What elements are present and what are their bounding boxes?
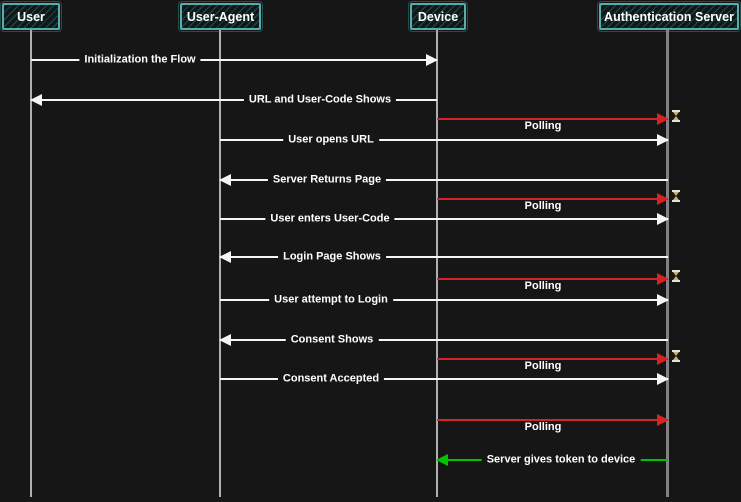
arrowhead bbox=[436, 454, 448, 466]
message-label: Polling bbox=[524, 421, 562, 433]
message-label: Login Page Shows bbox=[278, 250, 386, 264]
message-line bbox=[220, 299, 668, 301]
message-line bbox=[220, 218, 668, 220]
message-label: URL and User-Code Shows bbox=[243, 93, 397, 107]
message-label: Polling bbox=[524, 280, 562, 292]
message-label: Server Returns Page bbox=[267, 173, 387, 187]
arrowhead bbox=[219, 174, 231, 186]
message-label: User opens URL bbox=[283, 133, 379, 147]
lifeline-authentication-server bbox=[666, 30, 669, 497]
arrowhead bbox=[657, 213, 669, 225]
arrowhead bbox=[219, 251, 231, 263]
actor-box-device: Device bbox=[408, 1, 468, 32]
message-label: Initialization the Flow bbox=[79, 53, 201, 67]
message-line bbox=[31, 99, 437, 101]
actor-box-authentication-server: Authentication Server bbox=[597, 1, 741, 32]
message-line bbox=[437, 118, 668, 120]
arrowhead bbox=[657, 193, 669, 205]
arrowhead bbox=[219, 334, 231, 346]
arrowhead bbox=[30, 94, 42, 106]
hourglass-icon bbox=[672, 350, 680, 362]
message-line bbox=[437, 419, 668, 421]
arrowhead bbox=[657, 134, 669, 146]
message-line bbox=[220, 179, 668, 181]
message-label: User attempt to Login bbox=[269, 293, 393, 307]
message-label: Consent Accepted bbox=[277, 372, 385, 386]
lifeline-device bbox=[436, 30, 438, 497]
hourglass-icon bbox=[672, 110, 680, 122]
hourglass-icon bbox=[672, 270, 680, 282]
actor-box-user: User bbox=[0, 1, 62, 32]
message-label: Polling bbox=[524, 120, 562, 132]
message-label: Polling bbox=[524, 200, 562, 212]
message-line bbox=[437, 198, 668, 200]
arrowhead bbox=[657, 373, 669, 385]
lifeline-user bbox=[30, 30, 32, 497]
message-line bbox=[220, 256, 668, 258]
message-label: User enters User-Code bbox=[265, 212, 395, 226]
arrowhead bbox=[657, 113, 669, 125]
hourglass-icon bbox=[672, 190, 680, 202]
arrowhead bbox=[657, 353, 669, 365]
message-label: Consent Shows bbox=[285, 333, 379, 347]
message-label: Server gives token to device bbox=[481, 453, 641, 467]
arrowhead bbox=[426, 54, 438, 66]
arrowhead bbox=[657, 273, 669, 285]
message-line bbox=[437, 278, 668, 280]
actor-box-user-agent: User-Agent bbox=[178, 1, 263, 32]
message-line bbox=[220, 339, 668, 341]
lifeline-user-agent bbox=[219, 30, 221, 497]
message-line bbox=[437, 358, 668, 360]
message-line bbox=[31, 59, 437, 61]
arrowhead bbox=[657, 294, 669, 306]
message-line bbox=[220, 378, 668, 380]
message-line bbox=[220, 139, 668, 141]
arrowhead bbox=[657, 414, 669, 426]
message-label: Polling bbox=[524, 360, 562, 372]
